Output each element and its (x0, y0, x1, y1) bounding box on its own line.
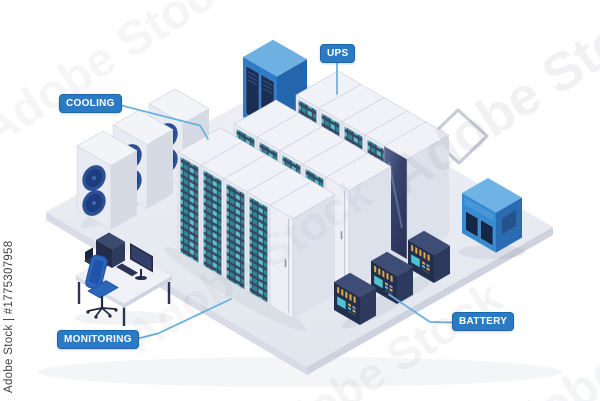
office-chair (85, 254, 119, 319)
mouse (141, 276, 147, 280)
callout-line-monitoring (131, 298, 232, 341)
ups-label: UPS (320, 44, 356, 63)
monitoring-label: MONITORING (57, 330, 139, 349)
cooling-label: COOLING (59, 94, 122, 113)
battery-label: BATTERY (452, 312, 515, 331)
callout-line-battery (388, 293, 454, 324)
server-rack-door (269, 180, 336, 320)
power-distribution-box (462, 178, 522, 253)
watermark-attribution: Adobe Stock | #1775307958 (3, 240, 15, 393)
cooling-unit-1 (76, 130, 138, 231)
keyboard (116, 263, 138, 277)
callout-line-cooling (115, 103, 209, 140)
